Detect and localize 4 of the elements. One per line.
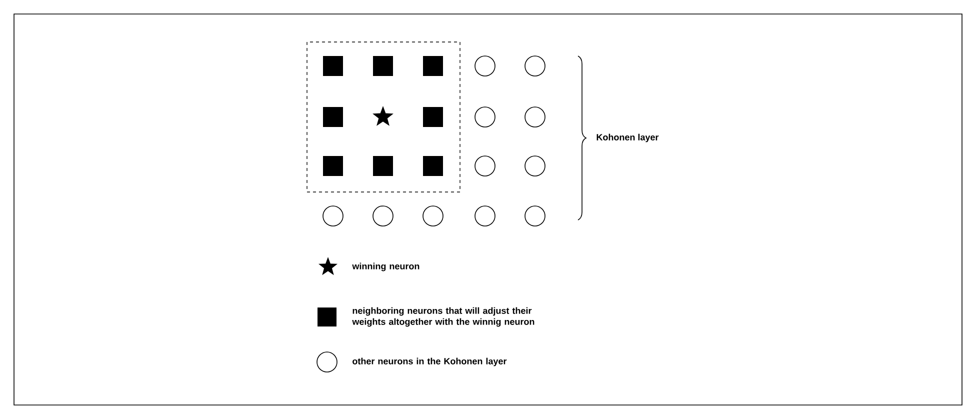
layer-label: Kohonen layer	[596, 134, 659, 142]
legend-text: neighboring neurons that will adjust their weights altogether with the winnig neuron	[352, 307, 534, 327]
legend-text: other neurons in the Kohonen layer	[352, 358, 507, 366]
legend-text: winning neuron	[352, 262, 420, 272]
